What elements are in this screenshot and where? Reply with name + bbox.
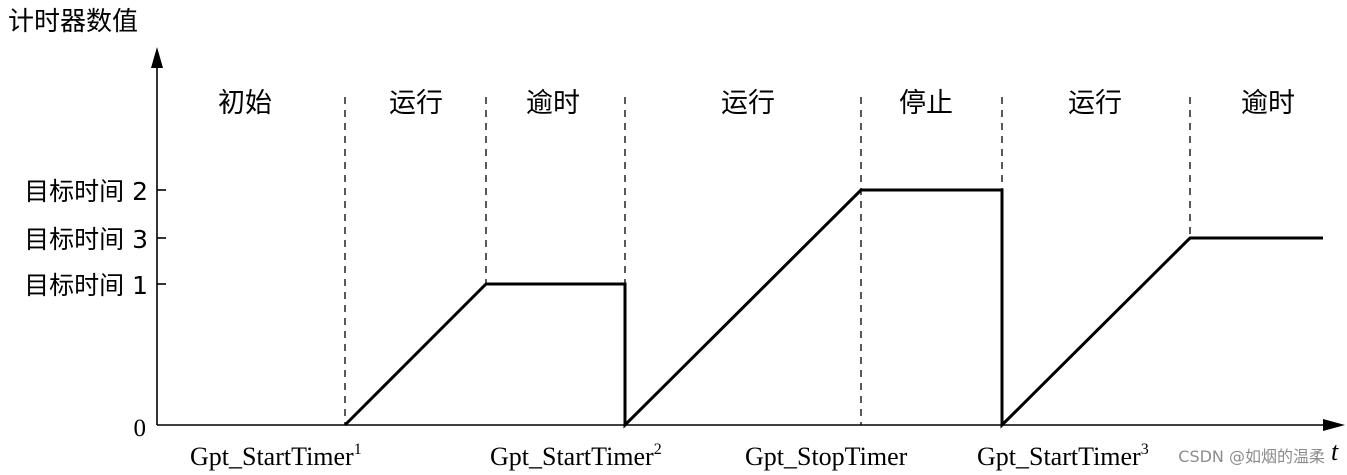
event-label-start-timer-3: Gpt_StartTimer3 [977, 441, 1149, 471]
y-tick-label-target2: 目标时间 2 [24, 177, 148, 206]
y-ticks [157, 189, 166, 285]
axes [151, 47, 1345, 431]
x-axis-arrow [1323, 419, 1345, 431]
phase-separators [344, 97, 1191, 425]
event-label-start-timer-2: Gpt_StartTimer2 [490, 441, 662, 471]
phase-label-stopped: 停止 [899, 88, 953, 119]
event-name: Gpt_StartTimer [977, 442, 1141, 471]
event-superscript: 1 [354, 441, 362, 458]
phase-label-timeout-2: 逾时 [1241, 88, 1295, 119]
y-axis-title: 计时器数值 [8, 7, 138, 37]
event-name: Gpt_StartTimer [190, 442, 354, 471]
y-tick-label-target3: 目标时间 3 [24, 225, 148, 254]
phase-label-initial: 初始 [218, 88, 272, 119]
phase-label-running-3: 运行 [1068, 88, 1122, 119]
event-name: Gpt_StopTimer [745, 442, 908, 471]
phase-labels: 初始 运行 逾时 运行 停止 运行 逾时 [218, 88, 1295, 119]
event-label-stop-timer: Gpt_StopTimer [745, 442, 908, 471]
y-tick-label-target1: 目标时间 1 [24, 271, 148, 300]
phase-label-timeout-1: 逾时 [526, 88, 580, 119]
event-superscript: 2 [654, 441, 662, 458]
event-name: Gpt_StartTimer [490, 442, 654, 471]
y-tick-label-zero: 0 [134, 415, 147, 442]
event-labels: Gpt_StartTimer1 Gpt_StartTimer2 Gpt_Stop… [190, 441, 1149, 471]
x-axis-label: t [1331, 437, 1339, 466]
phase-label-running-1: 运行 [389, 88, 443, 119]
event-superscript: 3 [1141, 441, 1149, 458]
phase-label-running-2: 运行 [721, 88, 775, 119]
watermark: CSDN @如烟的温柔 [1178, 447, 1325, 466]
event-label-start-timer-1: Gpt_StartTimer1 [190, 441, 362, 471]
y-axis-arrow [151, 47, 163, 68]
timer-value-curve [343, 188, 1323, 429]
